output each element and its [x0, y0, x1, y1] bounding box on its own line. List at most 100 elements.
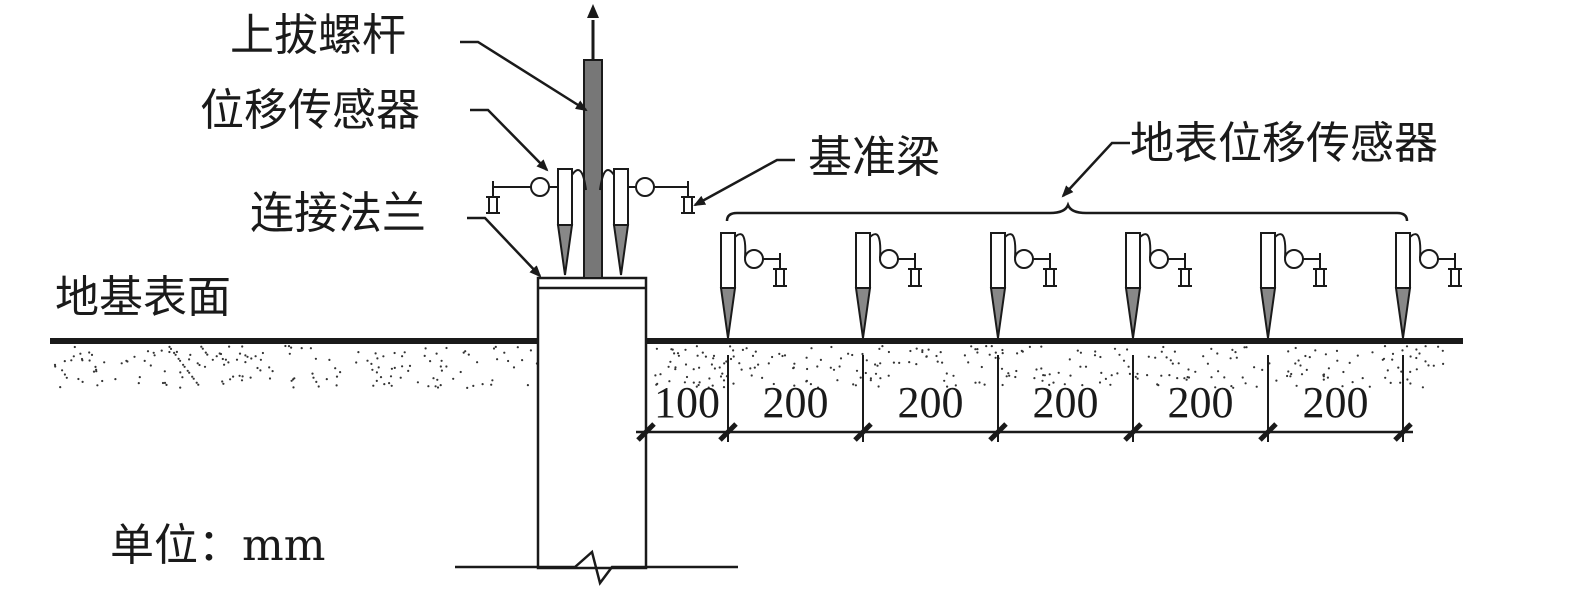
reference-beam-label: 基准梁: [808, 132, 940, 183]
soil-dot: [355, 361, 358, 364]
soil-dot: [246, 355, 249, 358]
soil-dot: [674, 366, 677, 369]
soil-dot: [249, 376, 252, 379]
soil-dot: [732, 349, 735, 352]
soil-dot: [1157, 384, 1160, 387]
soil-dot: [284, 344, 287, 348]
soil-dot: [1243, 346, 1246, 349]
soil-dot: [153, 354, 156, 357]
foundation-pile: [536, 276, 648, 570]
soil-dot: [445, 346, 448, 350]
soil-dot: [390, 367, 393, 370]
soil-dot: [1109, 383, 1112, 386]
soil-dot: [1210, 376, 1213, 379]
soil-dot: [221, 357, 224, 361]
soil-dot: [805, 380, 808, 383]
soil-dot: [921, 349, 924, 352]
soil-dot: [464, 350, 467, 353]
soil-dot: [382, 355, 385, 358]
soil-dot: [1255, 385, 1258, 388]
leader-lines: [460, 40, 1130, 278]
soil-dot: [101, 379, 104, 383]
soil-dot: [832, 368, 836, 371]
soil-dot: [432, 377, 435, 380]
soil-dot: [65, 376, 68, 379]
soil-dot: [684, 348, 687, 351]
soil-dot: [847, 352, 850, 355]
soil-dot: [712, 354, 716, 357]
soil-dot: [781, 354, 784, 358]
soil-dot: [854, 384, 858, 387]
soil-dot: [423, 354, 426, 357]
soil-dot: [1441, 349, 1444, 352]
soil-dot: [861, 352, 864, 356]
soil-dot: [88, 351, 91, 354]
soil-dot: [81, 359, 84, 362]
soil-dot: [494, 345, 497, 348]
soil-dot: [1040, 367, 1043, 370]
soil-dot: [254, 355, 257, 358]
soil-dot: [1052, 381, 1055, 384]
soil-dot: [1223, 376, 1226, 379]
soil-dot: [459, 370, 462, 374]
soil-dot: [864, 371, 867, 375]
soil-dot: [1348, 361, 1351, 364]
soil-dot: [936, 360, 939, 363]
soil-dot: [401, 365, 404, 368]
leader-reference-beam: [693, 158, 795, 207]
uplift-bolt-label: 上拔螺杆: [230, 10, 406, 61]
soil-dot: [869, 379, 872, 382]
soil-dot: [1177, 362, 1180, 365]
soil-dot: [1415, 368, 1418, 371]
soil-dot: [1406, 378, 1409, 381]
ground-sensors-label: 地表位移传感器: [1130, 118, 1438, 169]
soil-dot: [229, 378, 232, 381]
flange-sensor-left: [486, 168, 587, 276]
soil-dot: [887, 374, 890, 377]
soil-dot: [133, 355, 136, 358]
soil-dot: [317, 385, 320, 388]
uplift-bolt: [583, 4, 603, 279]
soil-dot: [1368, 385, 1371, 388]
soil-dot: [325, 378, 328, 381]
soil-dot: [1341, 385, 1344, 388]
soil-dot: [695, 385, 698, 388]
soil-dot: [476, 361, 479, 364]
soil-dot: [357, 351, 360, 354]
soil-dot: [238, 374, 241, 377]
soil-dot: [452, 377, 455, 380]
soil-dot: [778, 352, 781, 355]
soil-dot: [261, 351, 264, 355]
soil-dot: [372, 384, 375, 387]
ground-sensor-5: [1259, 232, 1327, 339]
soil-dot: [988, 353, 991, 356]
soil-dot: [1126, 348, 1129, 351]
soil-dot: [829, 366, 832, 369]
soil-dot: [1230, 385, 1233, 388]
soil-dot: [1241, 376, 1244, 379]
dimension-tick-7: [1393, 422, 1413, 442]
soil-dot: [221, 380, 224, 383]
dimension-tick-2: [718, 422, 738, 442]
soil-dot: [1287, 370, 1290, 373]
soil-dot: [976, 351, 979, 354]
soil-dot: [667, 365, 670, 368]
soil-dot: [879, 362, 882, 365]
soil-dot: [388, 382, 391, 385]
soil-dot: [927, 348, 930, 351]
soil-dot: [335, 384, 338, 387]
soil-dot: [188, 371, 191, 374]
soil-dot: [77, 377, 80, 381]
soil-dot: [668, 380, 671, 383]
soil-dot: [1336, 359, 1339, 362]
soil-dot: [1322, 375, 1325, 378]
soil-dot: [877, 385, 880, 388]
soil-dot: [908, 361, 911, 364]
soil-dot: [370, 362, 373, 365]
soil-dot: [915, 363, 918, 366]
soil-dot: [1020, 349, 1023, 352]
soil-dot: [750, 374, 753, 377]
soil-dot: [754, 350, 757, 353]
soil-dot: [196, 362, 199, 365]
soil-dot: [1016, 352, 1019, 355]
